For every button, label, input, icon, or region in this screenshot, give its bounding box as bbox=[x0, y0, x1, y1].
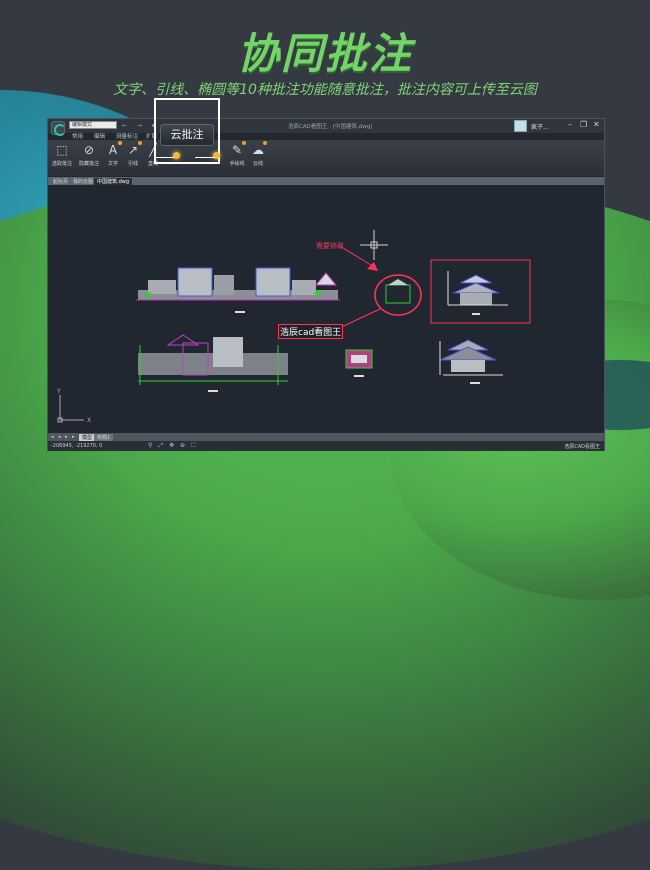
cloud-annotation-button[interactable]: 云批注 bbox=[160, 124, 214, 146]
menu-tab-extend[interactable]: 扩展 bbox=[146, 134, 158, 140]
callout-line bbox=[195, 157, 215, 158]
first-layout-button[interactable]: ◂ bbox=[51, 434, 54, 440]
section-drawing bbox=[138, 334, 288, 392]
pavilion-elevation bbox=[439, 339, 503, 384]
cursor-coordinates: -206945, -219270, 0 bbox=[51, 443, 103, 449]
tool-label: 直线 bbox=[147, 161, 158, 167]
tool-label: 手绘线 bbox=[229, 161, 245, 167]
hero-subtitle: 文字、引线、椭圆等10种批注功能随意批注，批注内容可上传至云图 bbox=[113, 82, 537, 98]
svg-text:Y: Y bbox=[56, 388, 61, 395]
drawing-canvas[interactable]: Y X 需要修改 浩辰cad看图王 bbox=[48, 185, 604, 433]
menu-bar: 常用 编辑 测量标注 扩展 – ❐ × bbox=[48, 130, 604, 151]
menu-tab-measure[interactable]: 测量标注 bbox=[116, 134, 139, 140]
leader-icon: ↗ bbox=[126, 141, 142, 157]
tool-freehand[interactable]: ✎ 手绘线 bbox=[224, 141, 250, 167]
plan-drawing bbox=[345, 349, 373, 377]
user-name[interactable]: 疯子... bbox=[531, 124, 549, 131]
text-icon: A bbox=[106, 141, 122, 157]
user-avatar[interactable] bbox=[514, 120, 527, 132]
tool-label: 引线 bbox=[127, 161, 138, 167]
tab-my-cloud[interactable]: 我的云图 bbox=[73, 179, 94, 185]
hero-title: 协同批注 bbox=[236, 29, 413, 78]
app-window: 编辑模式 ← → ▪ ▾ 浩辰CAD看图王 - [中国建筑.dwg] 疯子...… bbox=[47, 118, 605, 451]
status-brand: 浩辰CAD看图王 bbox=[564, 444, 600, 450]
svg-text:X: X bbox=[87, 417, 91, 424]
orbit-icon[interactable]: ⊕ bbox=[180, 442, 188, 449]
tool-label: 文字 bbox=[107, 161, 118, 167]
hide-annotation-icon: ⊘ bbox=[83, 143, 95, 157]
tab-model[interactable]: 模型 bbox=[79, 434, 96, 441]
zoom-icon[interactable]: ⚲ bbox=[148, 442, 155, 449]
tool-label: 选取批注 bbox=[51, 161, 72, 167]
pagoda-elevation bbox=[447, 271, 508, 315]
tool-select-annotation[interactable]: ⬚ 选取批注 bbox=[49, 143, 75, 167]
menu-tab-edit[interactable]: 编辑 bbox=[94, 134, 106, 140]
tool-line[interactable]: ╱ 直线 bbox=[140, 143, 166, 167]
minimize-button[interactable]: – bbox=[568, 120, 572, 129]
tool-cloud[interactable]: ☁ 云线 bbox=[245, 141, 271, 167]
tool-text[interactable]: A 文字 bbox=[100, 141, 126, 167]
menu-tab-home[interactable]: 常用 bbox=[72, 134, 84, 140]
line-icon: ╱ bbox=[149, 143, 157, 157]
callout-highlight-frame bbox=[154, 98, 220, 164]
document-tabs: 起始页 我的云图 中国建筑.dwg bbox=[48, 177, 604, 185]
last-layout-button[interactable]: ▸ bbox=[72, 434, 75, 440]
app-logo-icon[interactable] bbox=[51, 121, 66, 136]
callout-line bbox=[154, 157, 174, 158]
tab-layout1[interactable]: 布局1 bbox=[94, 434, 114, 441]
bulb-icon bbox=[213, 152, 220, 159]
window-title: 浩辰CAD看图王 - [中国建筑.dwg] bbox=[288, 124, 373, 130]
cad-drawing: Y X bbox=[56, 230, 531, 424]
tool-label: 云线 bbox=[252, 161, 263, 167]
layout-tab-bar: ◂ ◂ ▸ ▸ 模型 布局1 bbox=[48, 433, 604, 441]
cloud-icon: ☁ bbox=[251, 141, 267, 157]
quick-access-toolbar[interactable]: ← → ▪ ▾ bbox=[122, 122, 173, 129]
freehand-icon: ✎ bbox=[230, 141, 246, 157]
restore-button[interactable]: ❐ bbox=[580, 120, 588, 129]
tab-start-page[interactable]: 起始页 bbox=[53, 179, 69, 185]
next-layout-button[interactable]: ▸ bbox=[65, 434, 68, 440]
pan-icon[interactable]: ✥ bbox=[169, 442, 177, 449]
select-annotation-icon: ⬚ bbox=[56, 143, 68, 157]
close-button[interactable]: ✕ bbox=[593, 120, 600, 129]
bulb-icon bbox=[173, 152, 180, 159]
status-bar: -206945, -219270, 0 ⚲ ⤢ ✥ ⊕ ⛶ 浩辰CAD看图王 bbox=[48, 441, 604, 451]
annotation-label[interactable]: 浩辰cad看图王 bbox=[278, 324, 344, 339]
tool-label: 隐藏批注 bbox=[78, 161, 99, 167]
prev-layout-button[interactable]: ◂ bbox=[58, 434, 61, 440]
tool-leader[interactable]: ↗ 引线 bbox=[120, 141, 146, 167]
ucs-icon: Y X bbox=[56, 388, 91, 424]
tool-hide-annotation[interactable]: ⊘ 隐藏批注 bbox=[76, 143, 102, 167]
tab-drawing[interactable]: 中国建筑.dwg bbox=[94, 178, 133, 185]
view-controls: ⚲ ⤢ ✥ ⊕ ⛶ bbox=[148, 442, 197, 450]
elevation-drawing-1 bbox=[136, 267, 340, 313]
mode-select[interactable]: 编辑模式 bbox=[69, 121, 117, 129]
fullscreen-icon[interactable]: ⛶ bbox=[190, 442, 198, 449]
ribbon-toolbar: ⬚ 选取批注 ⊘ 隐藏批注 A 文字 ↗ 引线 ╱ 直线 ✎ 手绘线 ☁ 云线 … bbox=[48, 140, 604, 195]
annotation-text[interactable]: 需要修改 bbox=[316, 242, 344, 250]
zoom-extents-icon[interactable]: ⤢ bbox=[158, 442, 166, 449]
